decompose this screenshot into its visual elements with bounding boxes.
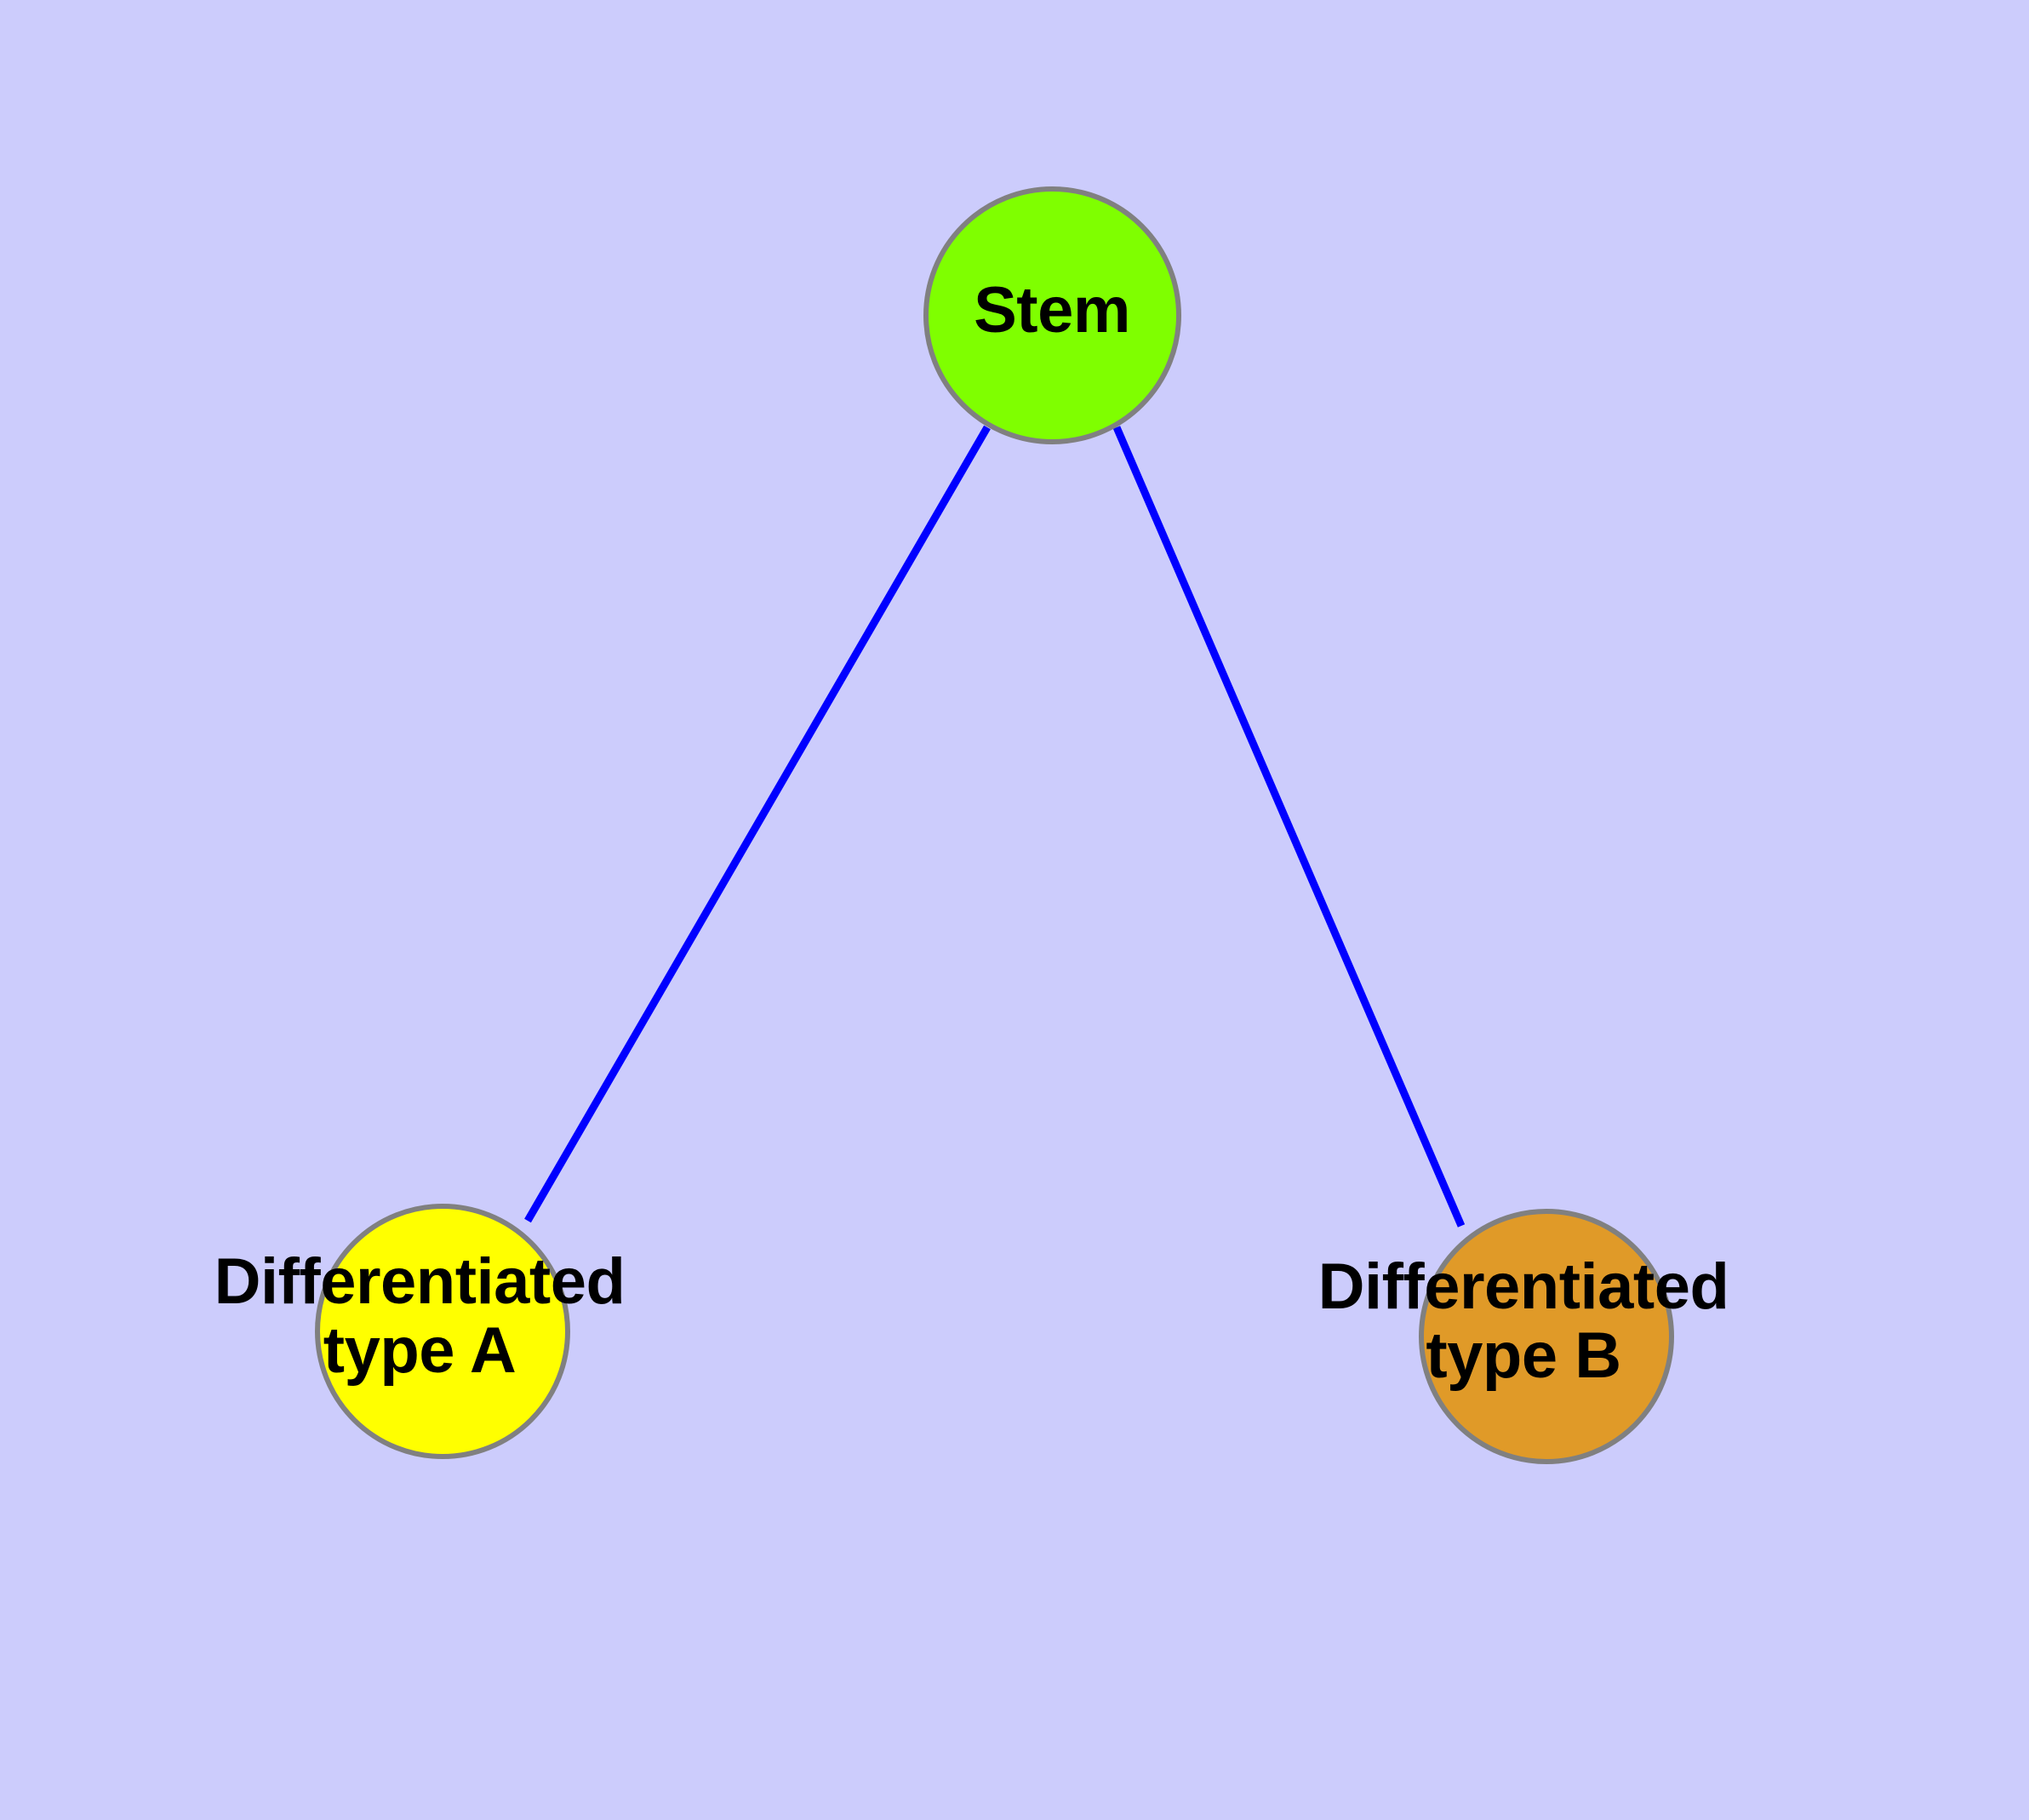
node-stem[interactable]: [923, 186, 1181, 444]
edge-stem-to-diff-a: [524, 425, 991, 1223]
node-differentiated-type-b[interactable]: [1419, 1209, 1674, 1464]
node-differentiated-type-a[interactable]: [315, 1204, 570, 1459]
edge-stem-to-diff-b: [1112, 426, 1466, 1228]
